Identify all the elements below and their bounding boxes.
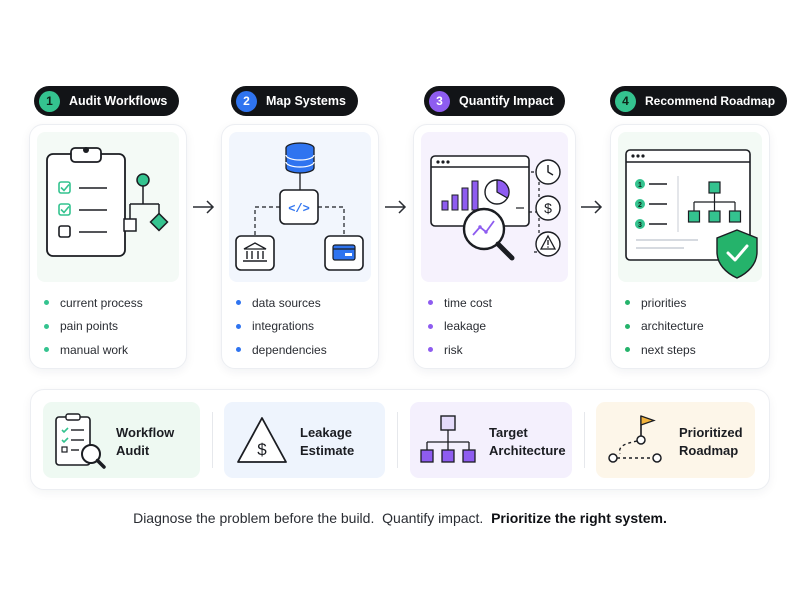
arrow-right-icon — [193, 200, 215, 214]
tagline: Diagnose the problem before the build. Q… — [0, 510, 800, 526]
roadmap-window-illustration: 1 2 3 — [618, 132, 762, 282]
step-4-pill: 4 Recommend Roadmap — [610, 86, 788, 116]
clipboard-checklist-icon — [46, 147, 169, 257]
step-3-card: $ time cost leakage risk — [413, 124, 576, 369]
deliverable-target-architecture: Target Architecture — [410, 402, 572, 478]
bullet-item: architecture — [625, 315, 704, 339]
bullet-item: data sources — [236, 291, 327, 315]
bullet-item: pain points — [44, 315, 143, 339]
arrow-right-icon — [385, 200, 407, 214]
divider — [212, 412, 213, 468]
deliverable-workflow-audit: Workflow Audit — [43, 402, 200, 478]
impact-dashboard-illustration: $ — [421, 132, 568, 282]
step-2-bullets: data sources integrations dependencies — [236, 291, 327, 362]
tagline-part-1: Diagnose the problem before the build. — [133, 510, 375, 526]
bullet-item: priorities — [625, 291, 704, 315]
step-1-pill: 1 Audit Workflows — [34, 86, 180, 116]
bullet-item: manual work — [44, 338, 143, 362]
code-icon: </> — [288, 202, 310, 216]
bullet-item: leakage — [428, 315, 492, 339]
roadmap-shield-icon: 1 2 3 — [625, 149, 758, 279]
dollar-icon — [535, 195, 561, 221]
svg-text:$: $ — [544, 200, 552, 216]
bullet-item: dependencies — [236, 338, 327, 362]
warning-dollar-icon: $ — [237, 417, 287, 463]
svg-text:2: 2 — [638, 202, 642, 209]
bullet-item: next steps — [625, 338, 704, 362]
step-2-title: Map Systems — [266, 94, 346, 108]
step-2-pill: 2 Map Systems — [231, 86, 358, 116]
step-2-card: </> data sources integrations dependenci… — [221, 124, 379, 369]
checklist-magnifier-icon — [55, 413, 106, 469]
clipboard-illustration — [37, 132, 179, 282]
step-1-bullets: current process pain points manual work — [44, 291, 143, 362]
bullet-item: current process — [44, 291, 143, 315]
deliverable-label-line2: Estimate — [300, 443, 355, 458]
divider — [584, 412, 585, 468]
svg-text:1: 1 — [638, 182, 642, 189]
tagline-part-2: Quantify impact. — [382, 510, 484, 526]
svg-text:3: 3 — [638, 222, 642, 229]
step-3-pill: 3 Quantify Impact — [424, 86, 566, 116]
deliverable-label-line2: Roadmap — [679, 443, 739, 458]
step-3-number: 3 — [429, 90, 450, 112]
step-4-card: 1 2 3 priorities architecture ne — [610, 124, 770, 369]
step-4-title: Recommend Roadmap — [645, 94, 776, 108]
dashboard-magnifier-icon: $ — [430, 155, 561, 261]
step-1-card: current process pain points manual work — [29, 124, 187, 369]
step-1-number: 1 — [39, 90, 60, 112]
divider — [397, 412, 398, 468]
step-2-number: 2 — [236, 90, 257, 112]
flag-path-icon — [608, 415, 662, 463]
deliverable-leakage-estimate: $ Leakage Estimate — [224, 402, 385, 478]
deliverable-prioritized-roadmap: Prioritized Roadmap — [596, 402, 755, 478]
deliverable-label-line1: Workflow — [116, 425, 175, 440]
svg-text:$: $ — [257, 440, 267, 459]
step-4-bullets: priorities architecture next steps — [625, 291, 704, 362]
step-1-title: Audit Workflows — [69, 94, 168, 108]
deliverable-label-line1: Leakage — [300, 425, 353, 440]
bullet-item: time cost — [428, 291, 492, 315]
step-3-title: Quantify Impact — [459, 94, 554, 108]
deliverable-label-line1: Target — [489, 425, 528, 440]
tagline-part-3: Prioritize the right system. — [491, 510, 667, 526]
step-4-number: 4 — [615, 90, 636, 112]
deliverable-label-line1: Prioritized — [679, 425, 743, 440]
shield-check-icon — [716, 229, 758, 279]
deliverable-label-line2: Audit — [116, 443, 150, 458]
hierarchy-icon — [420, 415, 476, 463]
deliverable-label-line2: Architecture — [489, 443, 566, 458]
arrow-right-icon — [581, 200, 603, 214]
step-3-bullets: time cost leakage risk — [428, 291, 492, 362]
bullet-item: risk — [428, 338, 492, 362]
bullet-item: integrations — [236, 315, 327, 339]
systems-map-illustration: </> — [229, 132, 371, 282]
database-network-icon: </> — [235, 142, 364, 271]
